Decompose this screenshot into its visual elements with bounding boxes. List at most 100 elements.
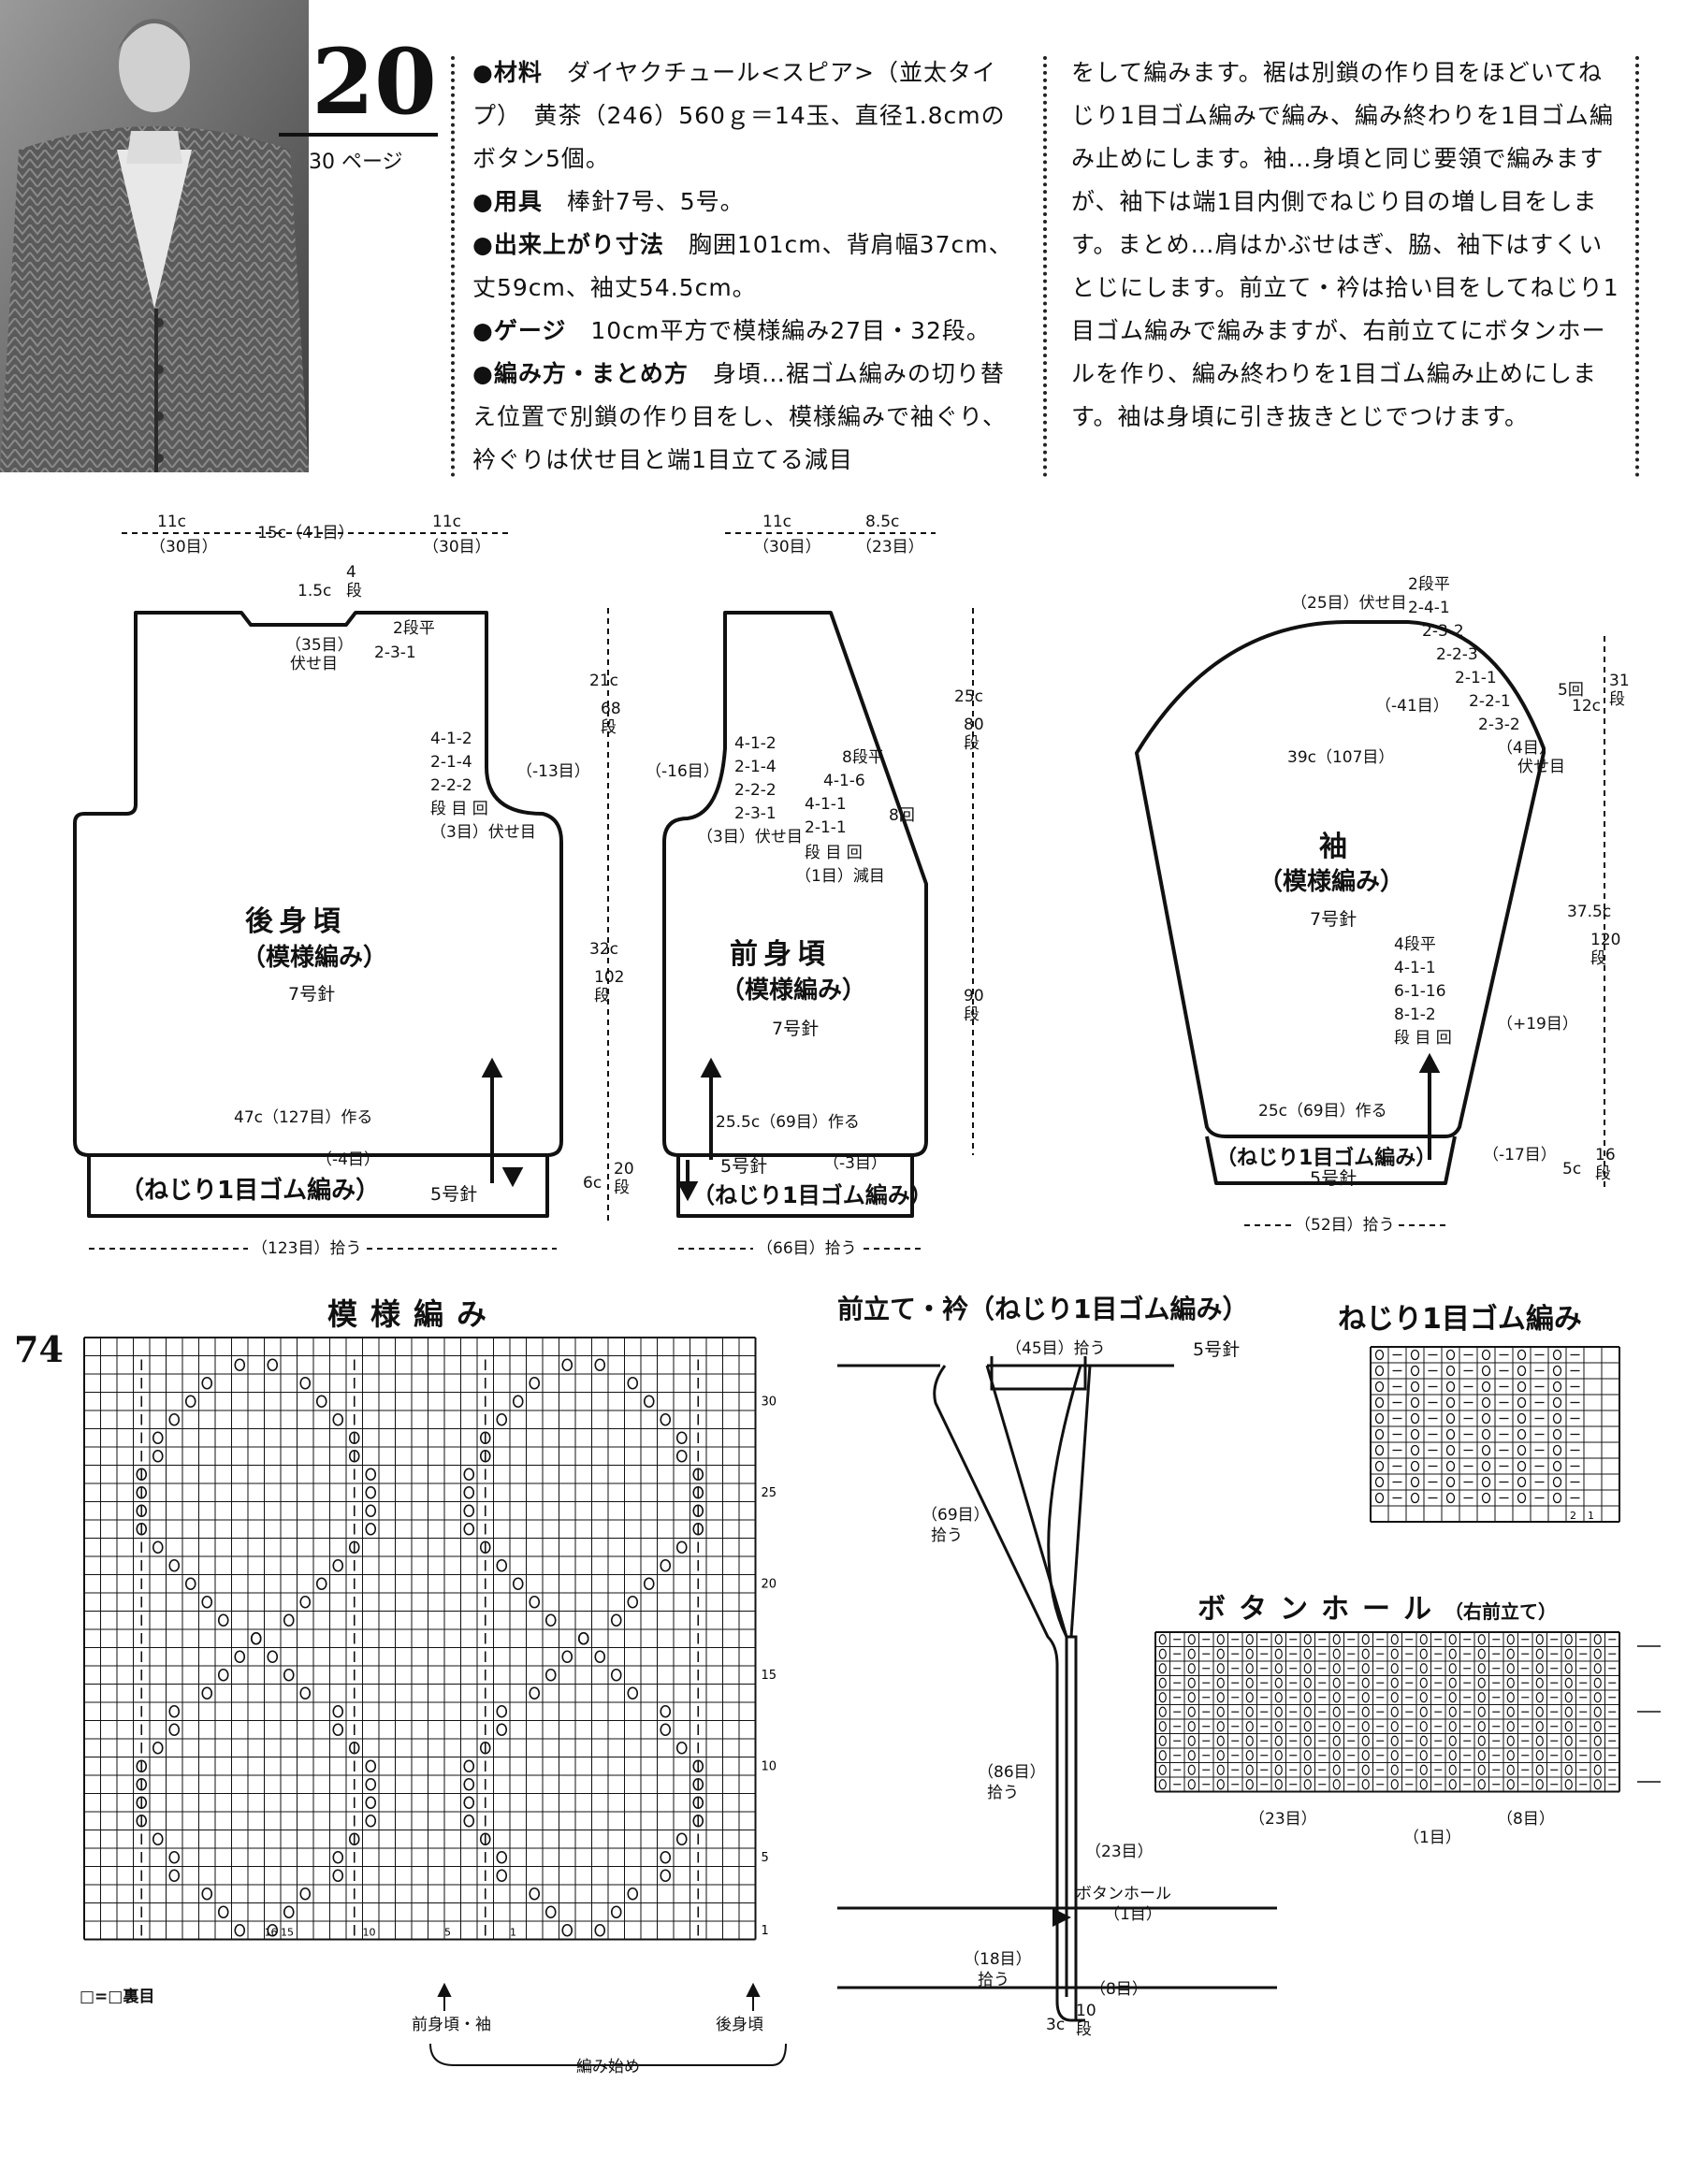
page-number: 74	[14, 1328, 64, 1370]
front-neck-4: 2-1-1	[805, 818, 847, 837]
pattern-start-front: 前身頃・袖	[412, 2016, 491, 2034]
back-title: 後身頃	[245, 905, 346, 938]
back-arm-1: 4-1-2	[430, 730, 472, 748]
back-arm-2: 2-1-4	[430, 753, 472, 772]
front-h1: 25c	[954, 687, 983, 706]
gauge-heading: ●ゲージ	[472, 317, 567, 344]
back-rib-needle: 5号針	[430, 1184, 478, 1205]
sleeve-cap-3: 2-3-2	[1422, 622, 1464, 641]
back-h3: 6c	[583, 1174, 602, 1193]
band-neck-pickup: （69目）	[922, 1506, 990, 1525]
sleeve-cap-5: 2-1-1	[1455, 669, 1497, 687]
band-rib-bottom-2: 拾う	[978, 1971, 1009, 1989]
back-top-left-width: 11c	[157, 513, 186, 531]
back-arm-3: 2-2-2	[430, 776, 472, 795]
band-front-pickup: （86目）	[978, 1763, 1046, 1782]
sleeve-height: 37.5c	[1567, 903, 1612, 921]
sleeve-cap-8: （4目）	[1497, 739, 1555, 758]
buttonhole-chart-grid	[1154, 1631, 1661, 1793]
band-bh-label: ボタンホール	[1076, 1885, 1171, 1903]
band-rib-bottom: （18目）	[964, 1950, 1032, 1969]
sleeve-inc-5: 段 目 回	[1394, 1029, 1452, 1048]
back-neck-bind-label: 伏せ目	[290, 655, 338, 673]
back-arm-total: （-13目）	[516, 762, 590, 781]
sleeve-inc-4: 8-1-2	[1394, 1005, 1436, 1024]
back-pickup: （123目）拾う	[248, 1239, 366, 1258]
instructions-column-2: をして編みます。裾は別鎖の作り目をほどいてねじり1目ゴム編みで編み、編み終わりを…	[1071, 51, 1623, 439]
front-neck-3: 4-1-1	[805, 795, 847, 814]
sleeve-subtitle: （模様編み）	[1258, 868, 1405, 896]
band-bh-stitches: （1目）	[1104, 1905, 1162, 1924]
rib-col-number: 2	[1570, 1510, 1576, 1522]
sleeve-cap-count: 5回	[1558, 681, 1584, 700]
back-h3-rows: 20段	[614, 1160, 634, 1197]
back-h1: 21c	[589, 672, 618, 690]
back-top-right-stitches: （30目）	[423, 538, 491, 557]
column-number: 1	[510, 1927, 516, 1939]
back-h2-rows: 102段	[594, 968, 625, 1005]
back-h1-rows: 68段	[601, 700, 621, 737]
size-text: 胸囲101cm、背肩幅37cm、丈59cm、袖丈54.5cm。	[472, 231, 1013, 301]
row-number: 15	[762, 1669, 777, 1683]
title-rule	[279, 133, 438, 137]
back-neck-bind: （35目）	[285, 636, 354, 655]
row-number: 5	[762, 1851, 769, 1865]
back-rib-dec: （-4目）	[316, 1150, 380, 1169]
front-neck-count: 8回	[889, 806, 915, 825]
row-number: 1	[762, 1924, 769, 1938]
column-divider-mid	[1043, 56, 1047, 477]
front-arm-1: 4-1-2	[734, 734, 777, 753]
buttonhole-b: （1目）	[1403, 1829, 1461, 1847]
sleeve-cap-bind: 伏せ目	[1517, 758, 1565, 776]
front-needle: 7号針	[772, 1019, 820, 1039]
rib-col-number: 1	[1588, 1510, 1594, 1522]
pattern-number: 20	[312, 29, 437, 135]
back-rib-label: （ねじり1目ゴム編み）	[120, 1177, 381, 1205]
column-number: 10	[363, 1927, 376, 1939]
materials-heading: ●材料	[472, 59, 543, 86]
front-arm-bind: （3目）伏せ目	[697, 828, 803, 846]
front-subtitle: （模様編み）	[720, 976, 867, 1005]
method-continued-text: をして編みます。裾は別鎖の作り目をほどいてねじり1目ゴム編みで編み、編み終わりを…	[1071, 59, 1619, 430]
sleeve-cap-1: 2段平	[1408, 575, 1450, 594]
sleeve-cap-height: 12c	[1572, 697, 1601, 716]
column-number: 5	[444, 1927, 451, 1939]
method-heading: ●編み方・まとめ方	[472, 360, 689, 387]
back-neck-depth: 1.5c	[298, 582, 332, 600]
band-width: 3c	[1046, 2016, 1066, 2034]
method-text: 身頃…裾ゴム編みの切り替え位置で別鎖の作り目をし、模様編みで袖ぐり、衿ぐりは伏せ…	[472, 360, 1008, 473]
front-arm-4: 2-3-1	[734, 804, 777, 823]
back-neck-rows: 4段	[346, 563, 362, 600]
front-top-right-width: 8.5c	[865, 513, 900, 531]
gauge-text: 10cm平方で模様編み27目・32段。	[590, 317, 991, 344]
sleeve-title: 袖	[1319, 831, 1353, 863]
sleeve-outline	[1135, 620, 1546, 1138]
back-arm-bind: （3目）伏せ目	[430, 823, 536, 842]
sleeve-cap-4: 2-2-3	[1436, 645, 1478, 664]
pattern-start: 編み始め	[571, 2058, 646, 2076]
sleeve-cap-2: 2-4-1	[1408, 599, 1450, 617]
sleeve-cap-rows: 31段	[1609, 672, 1630, 709]
rib-chart-title: ねじり1目ゴム編み	[1338, 1303, 1582, 1336]
sleeve-rib-label: （ねじり1目ゴム編み）	[1216, 1147, 1437, 1170]
buttonhole-a: （23目）	[1249, 1810, 1317, 1829]
sleeve-cast-on: 25c（69目）作る	[1258, 1102, 1387, 1121]
garment-photo	[0, 0, 309, 472]
front-rib-needle: 5号針	[720, 1156, 768, 1177]
sleeve-width: 39c（107目）	[1282, 748, 1401, 767]
pattern-start-arrows	[429, 1983, 787, 2066]
size-heading: ●出来上がり寸法	[472, 231, 664, 258]
front-top-right-stitches: （23目）	[856, 538, 924, 557]
column-divider-right	[1635, 56, 1639, 477]
front-top-left-width: 11c	[762, 513, 791, 531]
band-front-pickup-2: 拾う	[987, 1784, 1019, 1802]
sleeve-inc-total: （+19目）	[1497, 1015, 1578, 1034]
sleeve-rib-dec: （-17目）	[1483, 1146, 1557, 1164]
buttonhole-title-text: ボタンホール	[1198, 1593, 1444, 1626]
front-body-outline	[662, 611, 928, 1141]
sleeve-rib-height: 5c	[1562, 1160, 1582, 1179]
sleeve-rib-needle: 5号針	[1310, 1168, 1357, 1189]
band-needle: 5号針	[1193, 1339, 1241, 1360]
front-neck-2: 4-1-6	[823, 772, 865, 790]
row-number: 30	[762, 1396, 777, 1410]
